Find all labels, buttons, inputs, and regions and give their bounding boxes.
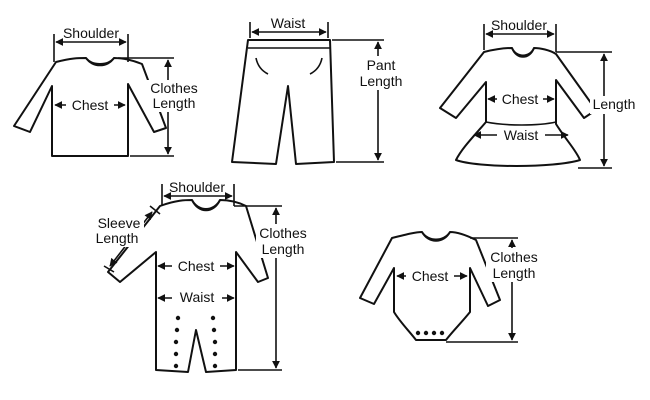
shirt-diagram: Shoulder Chest Clothes Length bbox=[13, 25, 202, 157]
pants-pocket-right bbox=[309, 57, 323, 75]
pants-outline bbox=[231, 39, 335, 165]
dress-waist-label-bg bbox=[497, 126, 545, 144]
dress-length-label: Length bbox=[593, 96, 636, 112]
pants-diagram: Waist Pant Length bbox=[231, 15, 406, 165]
romper-shoulder-label: Shoulder bbox=[169, 179, 225, 195]
pants-length-label-1: Pant bbox=[367, 57, 396, 73]
bodysuit-chest-label-bg bbox=[406, 267, 454, 285]
romper-sleeve-tick-bottom bbox=[103, 265, 115, 273]
romper-sleeve-label-1: Sleeve bbox=[98, 215, 141, 231]
bodysuit-diagram: Chest Clothes Length bbox=[359, 231, 542, 343]
bodysuit-collar bbox=[421, 231, 451, 242]
bodysuit-length-label-bg bbox=[486, 248, 542, 282]
pants-waist-label: Waist bbox=[271, 15, 306, 31]
romper-snap-buttons bbox=[173, 315, 218, 369]
dress-diagram: Shoulder Chest Waist Length bbox=[439, 17, 640, 169]
dress-chest-label: Chest bbox=[502, 91, 539, 107]
dress-length-label-bg bbox=[590, 96, 640, 114]
romper-sleeve-label-bg bbox=[94, 215, 144, 247]
pants-pocket-left bbox=[255, 57, 269, 75]
bodysuit-outline bbox=[359, 231, 501, 341]
bodysuit-snap-buttons bbox=[415, 330, 445, 336]
shirt-shoulder-label: Shoulder bbox=[63, 25, 119, 41]
dress-collar bbox=[511, 47, 535, 58]
shirt-length-label-2: Length bbox=[153, 95, 196, 111]
shirt-chest-label: Chest bbox=[72, 97, 109, 113]
pants-length-label-2: Length bbox=[360, 73, 403, 89]
shirt-chest-label-bg bbox=[66, 96, 114, 114]
dress-chest-label-bg bbox=[497, 90, 543, 108]
romper-sleeve-label-2: Length bbox=[96, 230, 139, 246]
romper-diagram: Shoulder Sleeve Length Chest Waist Cloth… bbox=[94, 179, 312, 373]
bodysuit-chest-label: Chest bbox=[412, 268, 449, 284]
bodysuit-length-label-1: Clothes bbox=[490, 249, 537, 265]
romper-collar bbox=[191, 199, 221, 212]
romper-waist-label-bg bbox=[172, 289, 222, 307]
romper-waist-label: Waist bbox=[180, 289, 215, 305]
shirt-collar bbox=[85, 57, 115, 67]
dress-shoulder-label: Shoulder bbox=[491, 17, 547, 33]
romper-length-label-bg bbox=[256, 224, 312, 258]
shirt-length-label-1: Clothes bbox=[150, 80, 197, 96]
romper-length-label-1: Clothes bbox=[259, 225, 306, 241]
romper-length-label-2: Length bbox=[262, 241, 305, 257]
dress-waist-seam bbox=[485, 121, 557, 126]
romper-sleeve-tick-top bbox=[149, 205, 161, 215]
pants-length-label-bg bbox=[356, 56, 406, 90]
shirt-length-label-bg bbox=[146, 80, 202, 112]
bodysuit-length-label-2: Length bbox=[493, 265, 536, 281]
dress-waist-label: Waist bbox=[504, 127, 539, 143]
romper-chest-label-bg bbox=[172, 257, 220, 275]
romper-chest-label: Chest bbox=[178, 258, 215, 274]
